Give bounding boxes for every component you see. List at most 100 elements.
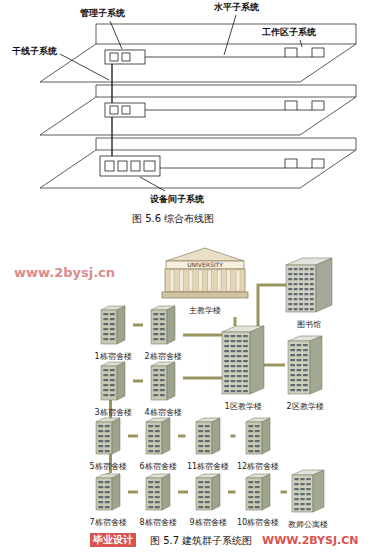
window	[237, 370, 242, 372]
window	[231, 375, 236, 377]
window	[224, 370, 229, 372]
window	[148, 491, 153, 493]
window	[310, 268, 314, 270]
window	[303, 344, 308, 346]
window	[294, 288, 298, 290]
window	[248, 440, 253, 442]
window	[306, 488, 310, 490]
building-sign: UNIVERSITY	[187, 261, 223, 269]
network-link	[234, 317, 237, 326]
building-icon	[196, 474, 220, 510]
side-wall	[212, 474, 220, 510]
window	[103, 328, 108, 330]
floor-plane	[40, 97, 356, 135]
window	[155, 481, 160, 483]
window	[110, 313, 115, 315]
window	[148, 481, 153, 483]
window	[243, 375, 248, 377]
window	[300, 488, 304, 490]
window	[98, 440, 103, 442]
window	[255, 425, 260, 427]
window	[153, 394, 158, 396]
building-node: 教师公寓楼	[287, 470, 329, 531]
window	[288, 268, 292, 270]
window	[305, 293, 309, 295]
horizontal-cable	[160, 168, 285, 169]
window	[237, 335, 242, 337]
side-wall	[250, 326, 264, 394]
window	[160, 323, 165, 325]
building-node: 4栋宿舍楼	[143, 362, 183, 419]
network-link	[228, 491, 236, 494]
building-node: 8栋宿舍楼	[138, 474, 178, 529]
window	[310, 298, 314, 300]
window	[294, 478, 298, 480]
window	[148, 435, 153, 437]
building-label: 4栋宿舍楼	[144, 408, 181, 418]
callout-label: 干线子系统	[12, 46, 57, 56]
building-label: 2区教学楼	[286, 402, 323, 412]
window	[294, 503, 298, 505]
window	[243, 350, 248, 352]
window	[248, 486, 253, 488]
side-wall	[167, 306, 175, 344]
pediment	[166, 248, 244, 261]
building-icon	[146, 418, 170, 454]
facade	[151, 310, 167, 344]
window	[98, 491, 103, 493]
window	[205, 445, 210, 447]
window	[237, 390, 242, 392]
window	[294, 298, 298, 300]
rack	[131, 161, 140, 171]
window	[248, 445, 253, 447]
window	[153, 338, 158, 340]
window	[224, 345, 229, 347]
window	[237, 360, 242, 362]
pc-icon	[285, 48, 297, 57]
window	[305, 288, 309, 290]
window	[110, 328, 115, 330]
pc-icon	[312, 101, 324, 110]
window	[110, 384, 115, 386]
column	[227, 270, 231, 291]
window	[224, 385, 229, 387]
window	[237, 355, 242, 357]
building-label: 主教学楼	[189, 306, 221, 316]
callout-label: 管理子系统	[80, 8, 125, 18]
window	[288, 278, 292, 280]
window	[290, 364, 295, 366]
window	[205, 506, 210, 508]
window	[231, 355, 236, 357]
window	[153, 333, 158, 335]
window	[303, 364, 308, 366]
window	[300, 508, 304, 510]
building-icon	[151, 306, 175, 344]
window	[231, 335, 236, 337]
window	[103, 318, 108, 320]
window	[155, 501, 160, 503]
pc-icon	[285, 159, 297, 168]
window	[155, 435, 160, 437]
window	[288, 283, 292, 285]
window	[303, 379, 308, 381]
window	[103, 389, 108, 391]
building-node: 2栋宿舍楼	[143, 306, 183, 363]
patch-panel	[122, 53, 130, 61]
window	[224, 350, 229, 352]
window	[306, 498, 310, 500]
window	[231, 390, 236, 392]
window	[198, 450, 203, 452]
window	[110, 389, 115, 391]
window	[300, 498, 304, 500]
facade	[101, 366, 117, 400]
window	[148, 445, 153, 447]
window	[294, 488, 298, 490]
window	[103, 384, 108, 386]
window	[105, 435, 110, 437]
facade	[96, 422, 112, 454]
window	[306, 503, 310, 505]
window	[153, 328, 158, 330]
window	[300, 493, 304, 495]
window	[148, 506, 153, 508]
